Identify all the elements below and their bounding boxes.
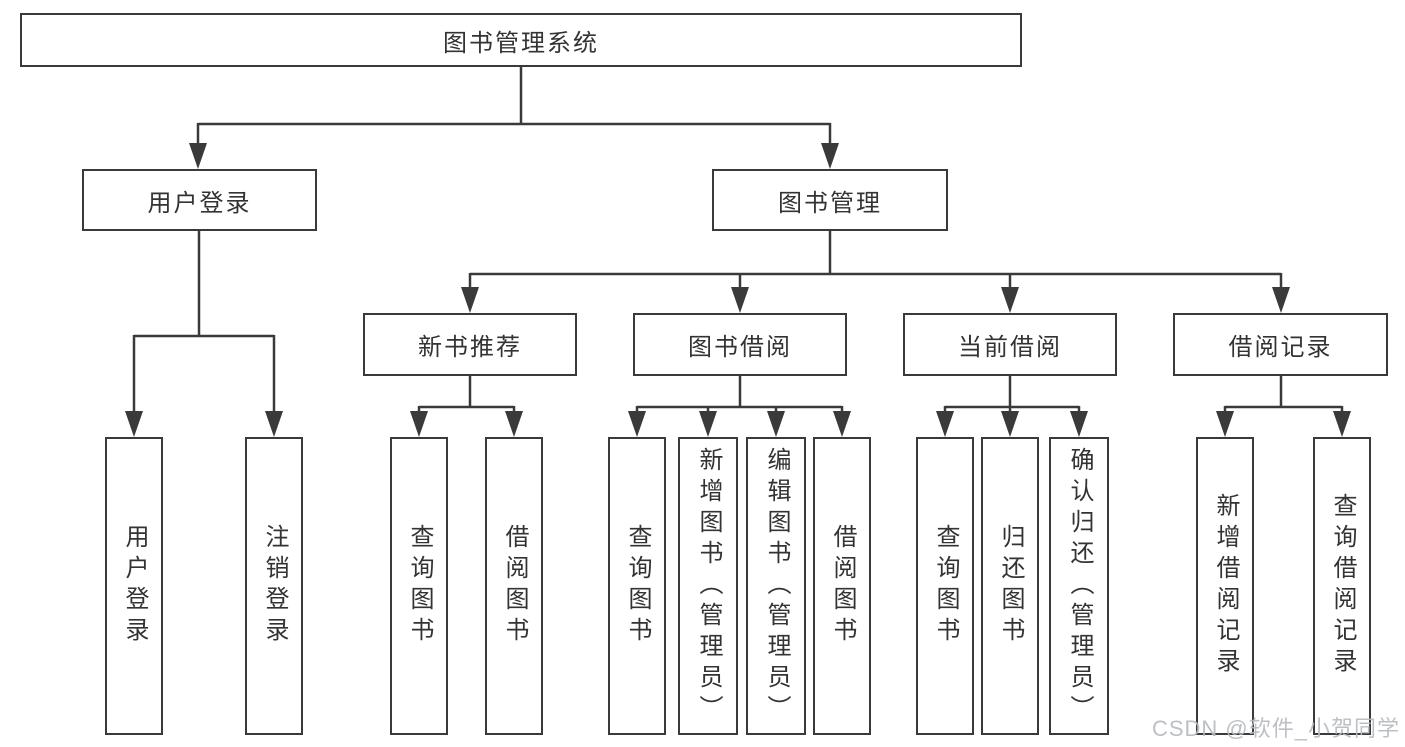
leaf-recommend-borrow-books-label: 借阅图书: [501, 524, 528, 648]
leaf-borrowing-borrow-books: 借阅图书: [813, 437, 871, 735]
arrowheads: [125, 143, 1351, 437]
node-root: 图书管理系统: [20, 13, 1022, 67]
node-new-book-recommend: 新书推荐: [363, 313, 577, 376]
node-book-borrowing: 图书借阅: [633, 313, 847, 376]
leaf-add-books-admin: 新增图书（管理员）: [678, 437, 738, 735]
leaf-borrowing-query-books: 查询图书: [608, 437, 666, 735]
leaf-current-query-books-label: 查询图书: [932, 524, 959, 648]
leaf-user-login: 用户登录: [105, 437, 163, 735]
leaf-edit-books-admin-label: 编辑图书（管理员）: [763, 446, 790, 726]
leaf-add-borrow-record: 新增借阅记录: [1196, 437, 1254, 735]
node-user-login-label: 用户登录: [147, 189, 252, 217]
leaf-logout-label: 注销登录: [261, 524, 288, 648]
node-root-label: 图书管理系统: [443, 29, 599, 57]
leaf-borrowing-query-books-label: 查询图书: [624, 524, 651, 648]
leaf-recommend-query-books-label: 查询图书: [406, 524, 433, 648]
leaf-confirm-return-admin: 确认归还（管理员）: [1049, 437, 1109, 735]
leaf-return-books-label: 归还图书: [997, 524, 1024, 648]
node-new-book-recommend-label: 新书推荐: [418, 334, 522, 361]
leaf-recommend-query-books: 查询图书: [390, 437, 448, 735]
node-current-borrowing: 当前借阅: [903, 313, 1117, 376]
node-book-management: 图书管理: [712, 169, 948, 231]
leaf-borrowing-borrow-books-label: 借阅图书: [829, 524, 856, 648]
leaf-return-books: 归还图书: [981, 437, 1039, 735]
leaf-add-borrow-record-label: 新增借阅记录: [1212, 493, 1239, 679]
node-borrowing-records: 借阅记录: [1173, 313, 1388, 376]
leaf-confirm-return-admin-label: 确认归还（管理员）: [1066, 446, 1093, 726]
leaf-query-borrow-record: 查询借阅记录: [1313, 437, 1371, 735]
leaf-edit-books-admin: 编辑图书（管理员）: [746, 437, 806, 735]
node-book-borrowing-label: 图书借阅: [688, 334, 792, 361]
node-book-management-label: 图书管理: [778, 189, 882, 217]
csdn-watermark: CSDN @软件_小贺同学: [1151, 716, 1400, 741]
node-borrowing-records-label: 借阅记录: [1228, 334, 1333, 361]
leaf-logout: 注销登录: [245, 437, 303, 735]
leaf-add-books-admin-label: 新增图书（管理员）: [695, 446, 722, 726]
leaf-query-borrow-record-label: 查询借阅记录: [1329, 493, 1356, 679]
node-user-login: 用户登录: [82, 169, 317, 231]
leaf-user-login-label: 用户登录: [121, 524, 148, 648]
leaf-current-query-books: 查询图书: [916, 437, 974, 735]
node-current-borrowing-label: 当前借阅: [958, 334, 1062, 361]
leaf-recommend-borrow-books: 借阅图书: [485, 437, 543, 735]
